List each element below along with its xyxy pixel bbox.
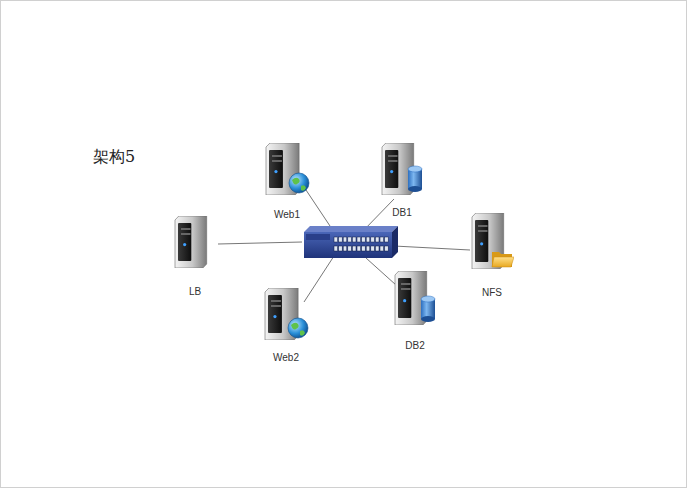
server-label: DB2 xyxy=(405,340,424,352)
server-icon xyxy=(263,288,309,340)
network-switch xyxy=(304,226,398,258)
server-node: DB2 xyxy=(393,271,437,354)
server-label: NFS xyxy=(482,287,502,299)
server-label: Web1 xyxy=(274,209,300,221)
server-node: Web1 xyxy=(264,143,310,223)
server-icon xyxy=(264,143,310,195)
server-node: Web2 xyxy=(263,288,309,366)
diagram-title: 架构5 xyxy=(93,147,135,168)
server-node: NFS xyxy=(470,213,514,301)
server-node: DB1 xyxy=(380,143,424,221)
server-label: DB1 xyxy=(392,207,411,219)
server-node: LB xyxy=(173,216,217,300)
server-label: Web2 xyxy=(273,352,299,364)
network-cables xyxy=(218,190,470,302)
server-label: LB xyxy=(189,286,201,298)
server-icon xyxy=(393,271,437,325)
server-icon xyxy=(470,213,514,269)
server-icon xyxy=(380,143,424,195)
server-icon xyxy=(173,216,217,268)
